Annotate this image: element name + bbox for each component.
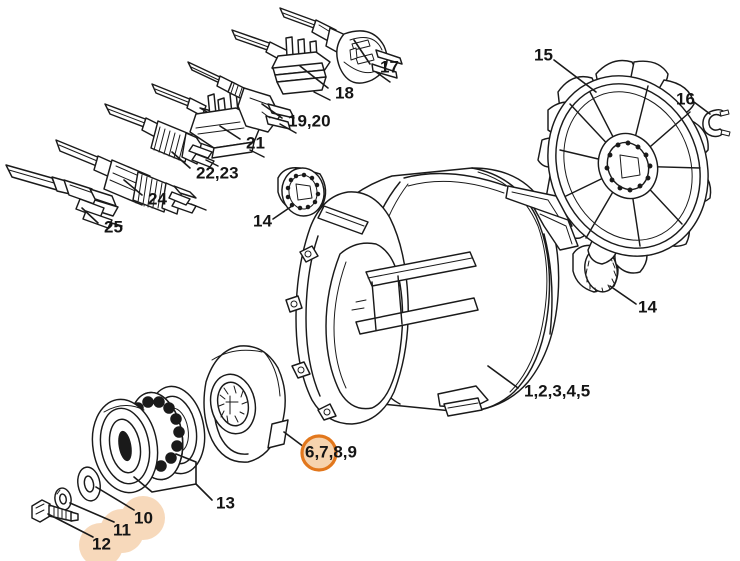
leader-10 (95, 486, 135, 511)
prong-17-a (375, 49, 403, 65)
leader-lines (47, 39, 711, 538)
leader-18 (299, 65, 329, 89)
fan-rim-inner (555, 83, 701, 249)
clutch-spline (218, 385, 248, 424)
callout-label-21: 21 (246, 133, 265, 152)
callout-labels: 17 18 19,20 21 22,23 24 25 14 15 16 14 1… (92, 45, 695, 553)
part-plug-round-two-pin (187, 61, 297, 134)
knurl-ribs-2223 (153, 126, 186, 161)
part-ball-bearing-upper (277, 166, 327, 217)
part-cooling-fan (537, 59, 712, 274)
leader-16 (693, 101, 711, 115)
callout-label-6-7-8-9: 6,7,8,9 (305, 442, 357, 461)
leader-12345 (487, 365, 519, 389)
leader-14-upper (272, 205, 293, 220)
leader-13-bracket-a (133, 476, 213, 501)
callout-label-1-2-3-4-5: 1,2,3,4,5 (524, 381, 590, 400)
highlight-layer-ring (300, 434, 338, 472)
fan-hub-holes (604, 140, 653, 193)
leader-11 (69, 502, 115, 523)
leader-14-lower (609, 285, 637, 305)
leader-17 (353, 39, 371, 65)
callout-label-14-upper: 14 (253, 211, 272, 230)
leader-6789 (283, 431, 305, 448)
part-washer-large (77, 466, 101, 502)
part-motor-housing (285, 167, 579, 425)
callout-label-19-20: 19,20 (288, 111, 331, 130)
callout-label-24: 24 (148, 189, 167, 208)
callout-label-12: 12 (92, 534, 111, 553)
clutch-notch (267, 419, 289, 449)
callout-label-17: 17 (380, 57, 399, 76)
callout-label-16: 16 (676, 89, 695, 108)
callout-label-10: 10 (134, 508, 153, 527)
prong-17-b (371, 63, 398, 79)
part-plug-ribbed-connector (104, 103, 219, 168)
callout-label-14-lower: 14 (638, 297, 657, 316)
part-plug-uk-three-pin (231, 29, 331, 101)
part-hex-screw (31, 499, 79, 523)
part-clutch-drum-housing (203, 345, 289, 463)
leader-15 (553, 59, 597, 93)
clutch-hub (209, 373, 257, 435)
highlight-disc-10 (121, 496, 165, 540)
leader-25 (81, 207, 99, 224)
part-retaining-circlip (702, 108, 731, 138)
leader-2223 (171, 151, 191, 169)
callout-label-15: 15 (534, 45, 553, 64)
highlight-ring-6789 (300, 434, 338, 472)
leader-21 (219, 125, 241, 140)
callout-label-13: 13 (216, 493, 235, 512)
leader-1920 (261, 103, 283, 119)
callout-label-25: 25 (104, 217, 123, 236)
housing-front-arm (317, 205, 369, 235)
callout-label-11: 11 (113, 520, 131, 539)
callout-label-18: 18 (335, 83, 354, 102)
leader-12 (47, 513, 94, 538)
callout-label-22-23: 22,23 (196, 163, 239, 182)
fan-hub-bore (619, 154, 641, 179)
part-thrust-bearing-stack (91, 385, 206, 494)
leader-24 (123, 179, 143, 196)
housing-internal-rib (365, 251, 477, 287)
part-plug-schuko-angled (279, 7, 403, 84)
leader-13-bracket-b (175, 453, 197, 485)
